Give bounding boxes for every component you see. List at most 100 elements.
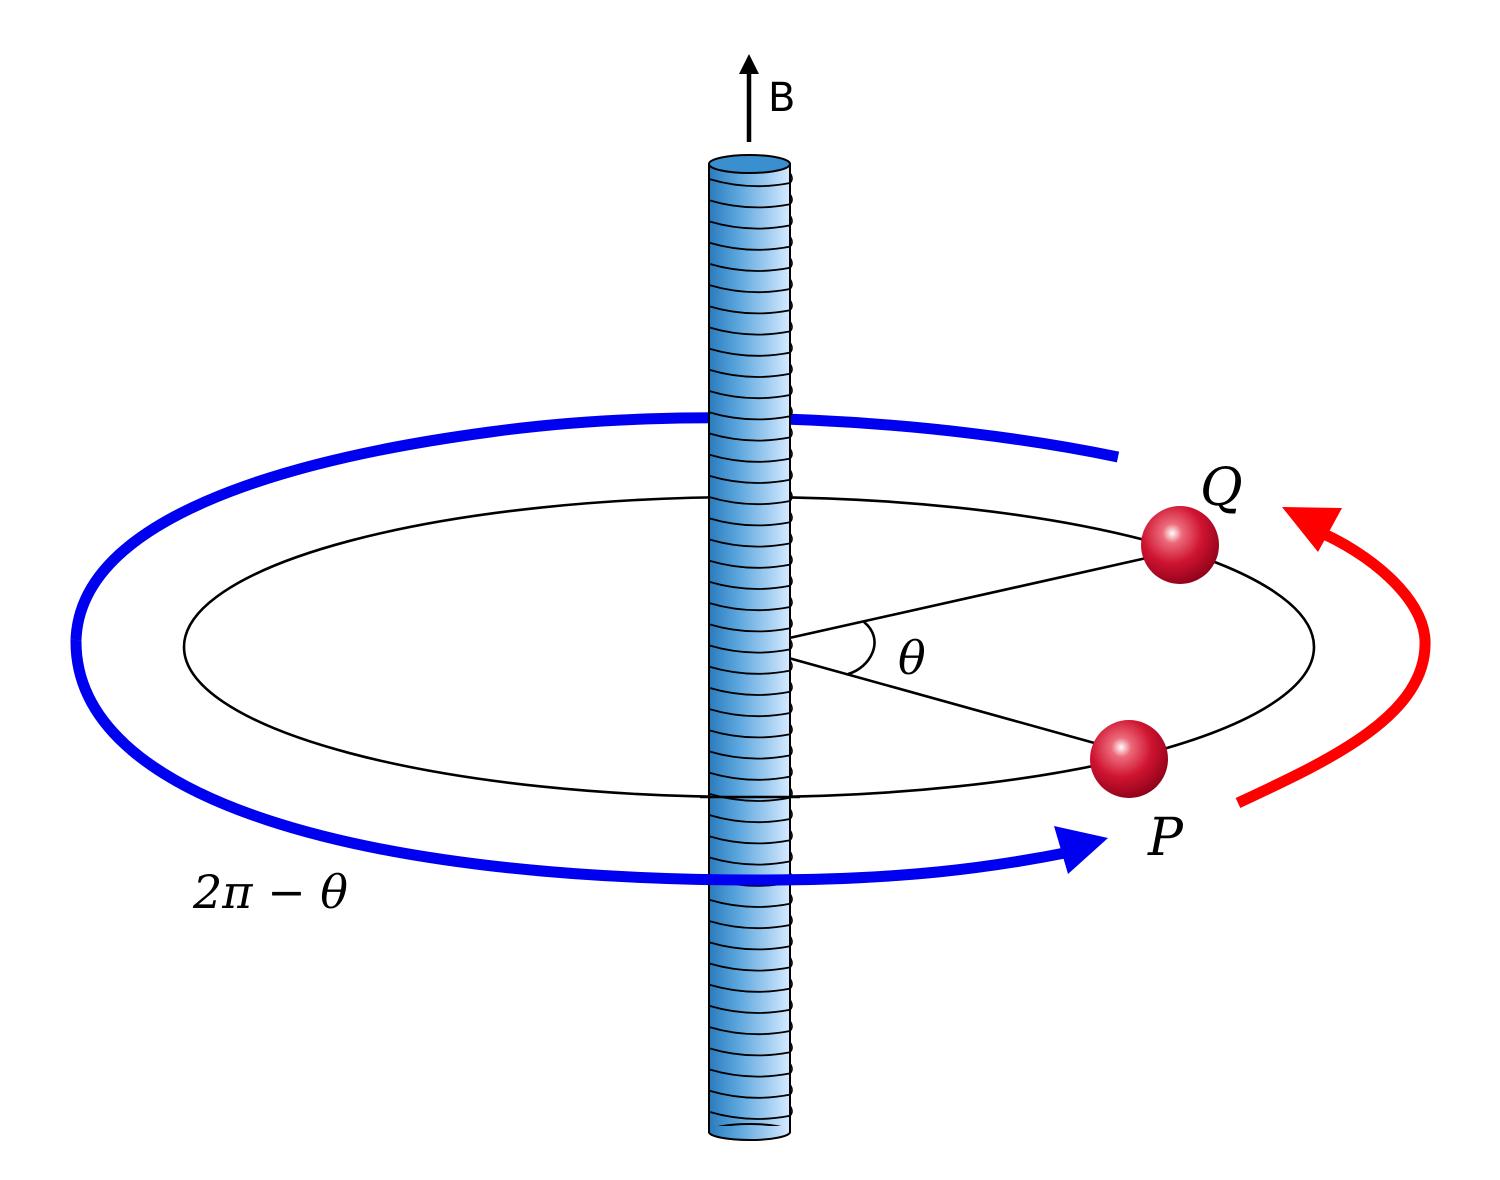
coil-hook: [789, 384, 793, 396]
solenoid-coils: [708, 172, 793, 1120]
coil-hook: [789, 363, 793, 375]
coil-hook: [789, 193, 793, 205]
coil-winding: [708, 474, 791, 484]
coil-hook: [789, 405, 793, 417]
coil-hook: [789, 1020, 793, 1032]
b-field-arrowhead: [739, 54, 759, 74]
blue-arrowhead: [1054, 826, 1108, 874]
coil-winding: [708, 729, 791, 739]
coil-winding: [708, 538, 791, 548]
coil-winding: [708, 284, 791, 294]
coil-hook: [789, 766, 793, 778]
coil-hook: [789, 172, 793, 184]
coil-hook: [789, 214, 793, 226]
coil-hook: [789, 744, 793, 756]
coil-winding: [708, 644, 791, 654]
coil-hook: [789, 681, 793, 693]
coil-hook: [789, 914, 793, 926]
coil-winding: [708, 411, 791, 421]
coil-winding: [708, 665, 791, 675]
coil-hook: [789, 448, 793, 460]
coil-hook: [789, 1062, 793, 1074]
p-label: P: [1147, 808, 1184, 868]
solenoid: [708, 154, 793, 1141]
coil-winding: [708, 814, 791, 824]
coil-winding: [708, 517, 791, 527]
q-label: Q: [1200, 458, 1243, 518]
b-field-label: B: [768, 75, 795, 121]
radius-to-p: [748, 645, 1099, 746]
coil-hook: [789, 299, 793, 311]
red-path: [1235, 524, 1431, 808]
coil-hook: [789, 723, 793, 735]
coil-winding: [708, 686, 791, 696]
coil-hook: [789, 893, 793, 905]
coil-winding: [708, 220, 791, 230]
coil-winding: [708, 835, 791, 845]
angle-arc: [847, 620, 876, 676]
coil-hook: [789, 1041, 793, 1053]
coil-hook: [789, 1105, 793, 1117]
coil-hook: [789, 278, 793, 290]
coil-hook: [789, 850, 793, 862]
particle-p: [1090, 720, 1168, 798]
coil-hook: [789, 257, 793, 269]
coil-winding: [708, 983, 791, 993]
coil-hook: [789, 426, 793, 438]
coil-hook: [789, 596, 793, 608]
coil-winding: [708, 453, 791, 463]
coil-winding: [708, 1026, 791, 1036]
coil-winding: [708, 241, 791, 251]
coil-winding: [708, 580, 791, 590]
coil-winding: [708, 1004, 791, 1014]
coil-hook: [789, 532, 793, 544]
particle-q: [1141, 506, 1219, 584]
coil-winding: [708, 368, 791, 378]
coil-winding: [708, 602, 791, 612]
coil-winding: [708, 1068, 791, 1078]
blue-path-back: [70, 412, 1120, 641]
coil-hook: [789, 554, 793, 566]
coil-hook: [789, 829, 793, 841]
coil-winding: [708, 920, 791, 930]
coil-hook: [789, 956, 793, 968]
coil-winding: [708, 750, 791, 760]
coil-hook: [789, 1084, 793, 1096]
coil-hook: [789, 469, 793, 481]
coil-winding: [708, 962, 791, 972]
coil-hook: [789, 808, 793, 820]
coil-hook: [789, 999, 793, 1011]
coil-winding: [708, 771, 791, 781]
coil-winding: [708, 390, 791, 400]
solenoid-top: [708, 154, 791, 174]
coil-hook: [789, 575, 793, 587]
coil-hook: [789, 511, 793, 523]
coil-hook: [789, 320, 793, 332]
red-arrowhead: [1282, 507, 1342, 552]
coil-hook: [789, 490, 793, 502]
coil-winding: [708, 178, 791, 188]
coil-winding: [708, 941, 791, 951]
coil-winding: [708, 347, 791, 357]
coil-hook: [789, 978, 793, 990]
coil-hook: [789, 935, 793, 947]
coil-winding: [708, 898, 791, 908]
radius-to-q: [748, 553, 1161, 649]
coil-winding: [708, 1110, 791, 1120]
coil-winding: [708, 623, 791, 633]
coil-hook: [789, 342, 793, 354]
coil-winding: [708, 1089, 791, 1099]
coil-winding: [708, 305, 791, 315]
coil-winding: [708, 1047, 791, 1057]
coil-winding: [708, 432, 791, 442]
coil-winding: [708, 708, 791, 718]
coil-winding: [708, 199, 791, 209]
coil-winding: [708, 326, 791, 336]
coil-hook: [789, 638, 793, 650]
coil-hook: [789, 702, 793, 714]
coil-winding: [708, 262, 791, 272]
coil-winding: [708, 496, 791, 506]
coil-hook: [789, 236, 793, 248]
coil-hook: [789, 617, 793, 629]
